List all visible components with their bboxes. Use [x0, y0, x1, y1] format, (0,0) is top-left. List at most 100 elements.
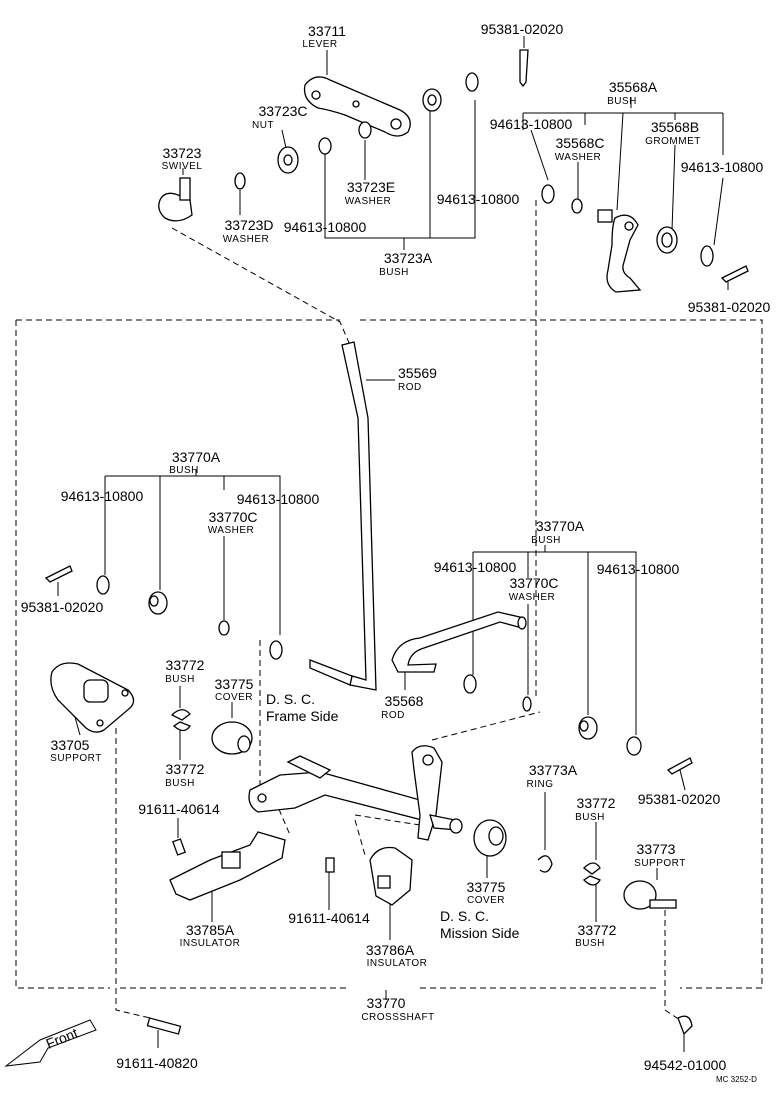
bush-left	[148, 591, 168, 615]
label-95381-l: 95381-02020	[21, 599, 104, 615]
label-33723-num: 33723	[163, 145, 202, 161]
clip-right-mid	[522, 696, 532, 712]
boundary-box	[15, 319, 763, 989]
label-33785a-num: 33785A	[186, 922, 235, 938]
washer-left-a	[96, 575, 110, 595]
bolt-a	[172, 838, 186, 856]
label-95381-top: 95381-02020	[481, 21, 564, 37]
rod-35568	[391, 611, 527, 673]
label-33770c-r-num: 33770C	[509, 575, 558, 591]
note-dsc-mission-1: D. S. C.	[440, 908, 489, 924]
label-33772-b-sub: BUSH	[165, 778, 195, 789]
bolt-b	[325, 857, 335, 873]
label-94613-tr1: 94613-10800	[490, 116, 573, 132]
label-33770c-l-num: 33770C	[208, 509, 257, 525]
label-33770a-l-num: 33770A	[172, 449, 221, 465]
bush-33772-c	[583, 862, 601, 875]
cover-33775-left	[211, 721, 253, 755]
label-95381-r2: 95381-02020	[638, 791, 721, 807]
washer-35568c	[541, 184, 555, 204]
label-33775-l-sub: COVER	[215, 692, 253, 703]
label-91611-c: 91611-40820	[116, 1055, 198, 1071]
insulator-33786a	[369, 846, 413, 906]
insulator-33785a	[169, 831, 286, 901]
cotter-pin-left	[44, 565, 73, 583]
label-35568-num: 35568	[385, 693, 424, 709]
nut-33723c	[277, 146, 299, 174]
label-33711-sub: LEVER	[302, 39, 337, 50]
label-35569-num: 35569	[398, 365, 437, 381]
label-94542: 94542-01000	[644, 1057, 727, 1073]
label-33705-sub: SUPPORT	[50, 753, 102, 764]
note-dsc-frame-1: D. S. C.	[266, 691, 315, 707]
rod-35569	[309, 341, 377, 691]
bolt-c	[146, 1017, 182, 1035]
label-35568b-num: 35568B	[651, 119, 699, 135]
label-33775-r-sub: COVER	[467, 895, 505, 906]
label-33711-num: 33711	[308, 23, 346, 39]
swivel-33723	[158, 177, 193, 222]
label-33770c-r-sub: WASHER	[509, 592, 556, 603]
label-33786a-num: 33786A	[366, 942, 415, 958]
label-33723a-num: 33723A	[384, 250, 433, 266]
label-33723-sub: SWIVEL	[162, 161, 203, 172]
label-35568b-sub: GROMMET	[645, 136, 701, 147]
lever-33711	[303, 76, 411, 137]
label-33785a-sub: INSULATOR	[180, 938, 241, 949]
label-35569-sub: ROD	[398, 382, 422, 393]
washer-top-b	[465, 72, 479, 92]
label-35568a-sub: BUSH	[607, 96, 637, 107]
label-33772-c-sub: BUSH	[575, 812, 605, 823]
label-33775-r-num: 33775	[467, 879, 506, 895]
label-91611-a: 91611-40614	[138, 801, 220, 817]
label-33723d-num: 33723D	[224, 217, 273, 233]
label-33723a-sub: BUSH	[379, 267, 409, 278]
bush-right-mid	[578, 716, 598, 740]
label-33772-d-num: 33772	[578, 922, 617, 938]
label-33786a-sub: INSULATOR	[367, 958, 428, 969]
support-33773	[623, 880, 677, 910]
note-dsc-frame-2: Frame Side	[266, 708, 339, 724]
label-33773a-sub: RING	[527, 779, 554, 790]
washer-right-mid-a	[463, 674, 477, 694]
cotter-pin-right	[720, 265, 749, 283]
label-35568a-num: 35568A	[609, 79, 658, 95]
washer-left-b	[269, 640, 283, 660]
cover-33775-right	[473, 819, 507, 857]
label-35568c-num: 35568C	[555, 135, 604, 151]
label-33770-sub: CROSSSHAFT	[361, 1012, 434, 1023]
front-arrow	[4, 1019, 97, 1067]
note-dsc-mission-2: Mission Side	[440, 925, 520, 941]
label-94613-top2: 94613-10800	[284, 219, 367, 235]
label-33770a-r-num: 33770A	[536, 518, 585, 534]
label-94613-ml1: 94613-10800	[61, 488, 144, 504]
label-94613-ml2: 94613-10800	[237, 491, 320, 507]
cotter-pin-right2	[666, 757, 693, 775]
washer-33723d	[234, 172, 246, 190]
label-33723d-sub: WASHER	[223, 234, 270, 245]
label-94613-top: 94613-10800	[437, 191, 520, 207]
bush-33772-a	[170, 709, 191, 721]
label-33723e-sub: WASHER	[345, 196, 392, 207]
label-33772-a-num: 33772	[166, 657, 205, 673]
label-33772-b-num: 33772	[166, 761, 205, 777]
label-35568-sub: ROD	[381, 710, 405, 721]
label-94613-mr1: 94613-10800	[434, 559, 517, 575]
label-33705-num: 33705	[51, 737, 90, 753]
diagram-code: MC 3252-D	[716, 1075, 757, 1084]
washer-right-mid-b	[626, 736, 642, 756]
label-33723c-sub: NUT	[252, 120, 274, 131]
label-33723c-num: 33723C	[258, 103, 307, 119]
bush-33772-d	[582, 875, 601, 886]
label-94613-mr2: 94613-10800	[597, 561, 680, 577]
label-33773-sub: SUPPORT	[634, 858, 686, 869]
label-33770-num: 33770	[367, 995, 406, 1011]
ring-33773a	[537, 855, 553, 873]
assembly-lines	[115, 200, 681, 1021]
bush-33772-b	[172, 721, 191, 732]
clip-left	[218, 620, 230, 636]
crossshaft-33770	[248, 745, 463, 841]
label-33770c-l-sub: WASHER	[208, 525, 255, 536]
washer-33723e	[358, 121, 372, 139]
